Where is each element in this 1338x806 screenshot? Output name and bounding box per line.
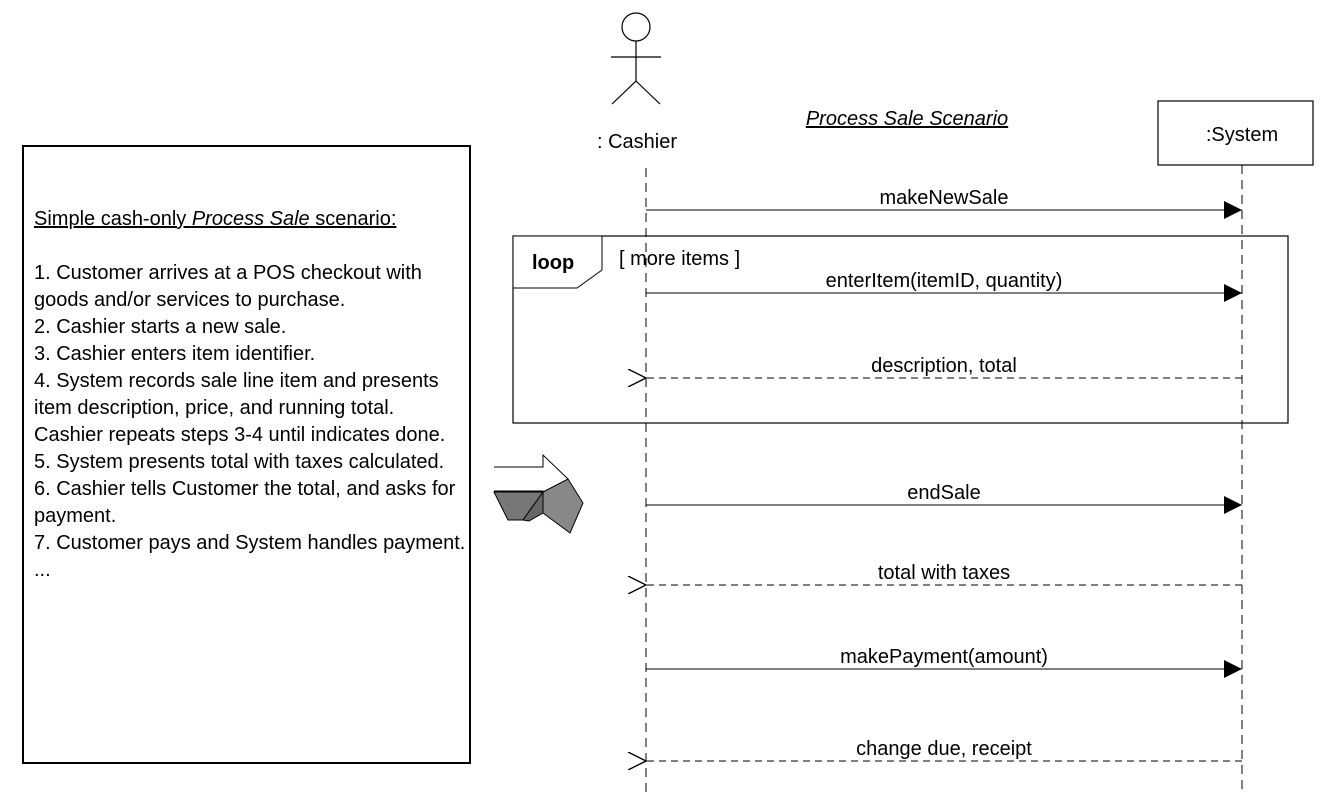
scenario-step: 6. Cashier tells Customer the total, and…: [34, 478, 456, 527]
diagram-title: Process Sale Scenario: [806, 108, 1008, 130]
scenario-step: 5. System presents total with taxes calc…: [34, 451, 445, 473]
scenario-step: 1. Customer arrives at a POS checkout wi…: [34, 262, 422, 311]
loop-pentagon: [512, 235, 603, 289]
scenario-box: [22, 145, 471, 764]
system-label: :System: [1206, 124, 1278, 146]
system-participant-box: [1157, 100, 1314, 166]
cashier-actor-icon: [611, 12, 661, 105]
scenario-step: 3. Cashier enters item identifier.: [34, 343, 316, 365]
message-label: total with taxes: [878, 562, 1010, 584]
scenario-heading-post: scenario:: [309, 208, 397, 230]
message-label: change due, receipt: [856, 738, 1032, 760]
scenario-step: ...: [34, 559, 51, 581]
scenario-heading-emphasis: Process Sale: [191, 208, 310, 230]
scenario-steps: 1. Customer arrives at a POS checkout wi…: [34, 260, 474, 584]
right-arrow-icon: [493, 453, 584, 534]
scenario-step: 2. Cashier starts a new sale.: [34, 316, 287, 338]
scenario-heading-pre: Simple cash-only: [34, 208, 192, 230]
message-label: makePayment(amount): [840, 646, 1048, 668]
message-label: description, total: [871, 355, 1017, 377]
scenario-text: Simple cash-only Process Sale scenario: …: [34, 206, 474, 584]
message-label: endSale: [907, 482, 980, 504]
scenario-step: Cashier repeats steps 3-4 until indicate…: [34, 424, 446, 446]
loop-guard: [ more items ]: [619, 248, 740, 270]
loop-fragment: loop [ more items ]: [512, 235, 1289, 424]
message-label: enterItem(itemID, quantity): [826, 270, 1063, 292]
message-label: makeNewSale: [880, 187, 1009, 209]
loop-keyword: loop: [532, 252, 574, 274]
scenario-step: 4. System records sale line item and pre…: [34, 370, 439, 419]
cashier-label: : Cashier: [597, 131, 677, 153]
messages: makeNewSale enterItem(itemID, quantity) de…: [646, 187, 1242, 761]
scenario-heading: Simple cash-only Process Sale scenario:: [34, 206, 474, 233]
scenario-step: 7. Customer pays and System handles paym…: [34, 532, 466, 554]
loop-frame: [512, 235, 1289, 424]
